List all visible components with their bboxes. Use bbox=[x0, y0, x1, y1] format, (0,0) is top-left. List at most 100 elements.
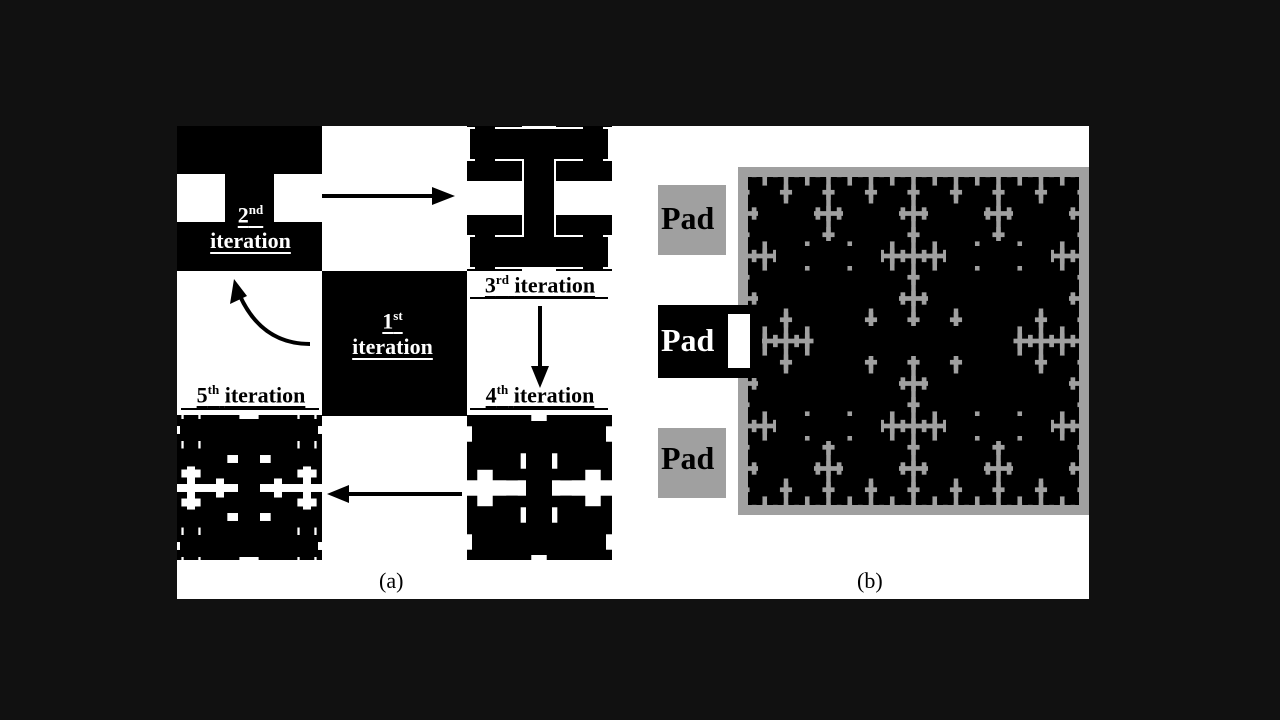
fractal-bar bbox=[788, 348, 805, 355]
fractal-bar bbox=[1043, 300, 1050, 318]
fractal-bar bbox=[1022, 221, 1039, 228]
fractal-bar bbox=[968, 428, 975, 445]
fractal-bar bbox=[852, 470, 859, 488]
fractal-bar bbox=[194, 419, 217, 427]
fractal-bar bbox=[770, 219, 780, 250]
fractal-bar bbox=[557, 560, 628, 577]
fractal-bar bbox=[841, 279, 848, 297]
fractal-bar bbox=[492, 549, 532, 560]
fractal-bar bbox=[798, 449, 805, 467]
fractal-bar bbox=[979, 322, 986, 339]
fractal-bar bbox=[873, 454, 890, 461]
fractal-bar bbox=[1022, 492, 1029, 505]
fractal-bar bbox=[194, 491, 217, 499]
fractal-bar bbox=[990, 407, 997, 424]
fractal-bar bbox=[767, 221, 784, 228]
fractal-bar bbox=[748, 492, 752, 505]
fractal-bar bbox=[194, 535, 217, 543]
fractal-bar bbox=[830, 221, 848, 228]
fractal-bar bbox=[748, 449, 752, 467]
fractal-bar bbox=[1064, 263, 1079, 270]
fractal-bar bbox=[873, 433, 890, 440]
fractal-bar bbox=[1043, 263, 1060, 270]
label-5th-iteration: 5th iteration bbox=[196, 382, 306, 408]
fractal-bar bbox=[852, 221, 869, 228]
fractal-bar bbox=[749, 187, 780, 197]
fractal-bar bbox=[281, 520, 304, 528]
fractal-bar bbox=[894, 497, 912, 504]
fractal-bar bbox=[777, 215, 784, 233]
fractal-bar bbox=[1064, 364, 1071, 382]
fractal-bar bbox=[809, 343, 816, 360]
fractal-bar bbox=[1000, 263, 1018, 270]
fractal-bar bbox=[809, 178, 827, 185]
fractal-bar bbox=[852, 194, 859, 212]
fractal-bar bbox=[809, 258, 816, 275]
fractal-bar bbox=[546, 549, 586, 560]
fractal-bar bbox=[898, 262, 908, 293]
fractal-bar bbox=[937, 449, 944, 467]
fractal-bar bbox=[877, 432, 887, 463]
fractal-bar bbox=[331, 556, 341, 595]
fractal-bar bbox=[894, 492, 901, 505]
fractal-bar bbox=[748, 215, 752, 233]
fractal-bar bbox=[841, 492, 848, 505]
fractal-bar bbox=[506, 495, 518, 535]
fractal-bar bbox=[177, 433, 188, 441]
fractal-bar bbox=[820, 470, 827, 488]
fractal-bar bbox=[601, 577, 640, 589]
fractal-bar bbox=[894, 391, 912, 398]
fractal-bar bbox=[979, 412, 997, 419]
fractal-bar bbox=[200, 415, 240, 421]
fractal-bar bbox=[1011, 177, 1018, 190]
fractal-bar bbox=[777, 237, 784, 254]
fractal-bar bbox=[905, 428, 912, 445]
fractal-bar bbox=[195, 593, 216, 599]
fractal-bar bbox=[919, 187, 950, 197]
fractal-bar bbox=[467, 522, 478, 535]
fractal-bar bbox=[310, 549, 322, 557]
fractal-bar bbox=[877, 357, 908, 367]
fractal-bar bbox=[958, 492, 965, 505]
fractal-bar bbox=[958, 279, 965, 297]
fractal-bar bbox=[862, 449, 869, 467]
fractal-bar bbox=[749, 315, 780, 325]
fractal-bar bbox=[798, 215, 805, 233]
fractal-bar bbox=[788, 391, 805, 398]
fractal-bar bbox=[223, 433, 246, 441]
fractal-bar bbox=[749, 442, 780, 452]
fractal-bar bbox=[820, 300, 827, 318]
fractal-bar bbox=[1043, 407, 1050, 424]
fractal-bar bbox=[979, 449, 986, 467]
fractal-bar bbox=[841, 364, 848, 382]
fractal-bar bbox=[767, 369, 784, 376]
fractal-bar bbox=[958, 322, 965, 339]
fractal-bar bbox=[1000, 237, 1007, 254]
fractal-bar bbox=[834, 219, 844, 250]
fractal-bar bbox=[1004, 400, 1035, 410]
fractal-bar bbox=[792, 262, 802, 293]
fractal-bar bbox=[841, 215, 848, 233]
fractal-bar bbox=[809, 476, 827, 483]
fractal-bar bbox=[809, 194, 816, 212]
fractal-bar bbox=[767, 385, 774, 403]
fractal-bar bbox=[841, 322, 848, 339]
fractal-bar bbox=[1053, 322, 1060, 339]
fractal-bar bbox=[310, 433, 322, 441]
fractal-bar bbox=[905, 279, 912, 297]
fractal-bar bbox=[788, 364, 795, 382]
fractal-bar bbox=[1025, 389, 1035, 420]
fractal-bar bbox=[873, 407, 880, 424]
fractal-bar bbox=[1022, 343, 1029, 360]
fractal-bar bbox=[852, 412, 869, 419]
fractal-bar bbox=[289, 491, 296, 514]
fractal-bar bbox=[937, 327, 954, 334]
fractal-bar bbox=[788, 454, 805, 461]
fractal-bar bbox=[820, 428, 827, 445]
fractal-bar bbox=[289, 520, 296, 543]
fractal-bar bbox=[252, 520, 275, 528]
fractal-bar bbox=[1043, 177, 1050, 190]
fractal-bar bbox=[968, 492, 975, 505]
fractal-bar bbox=[809, 300, 816, 318]
fractal-bar bbox=[898, 347, 908, 378]
